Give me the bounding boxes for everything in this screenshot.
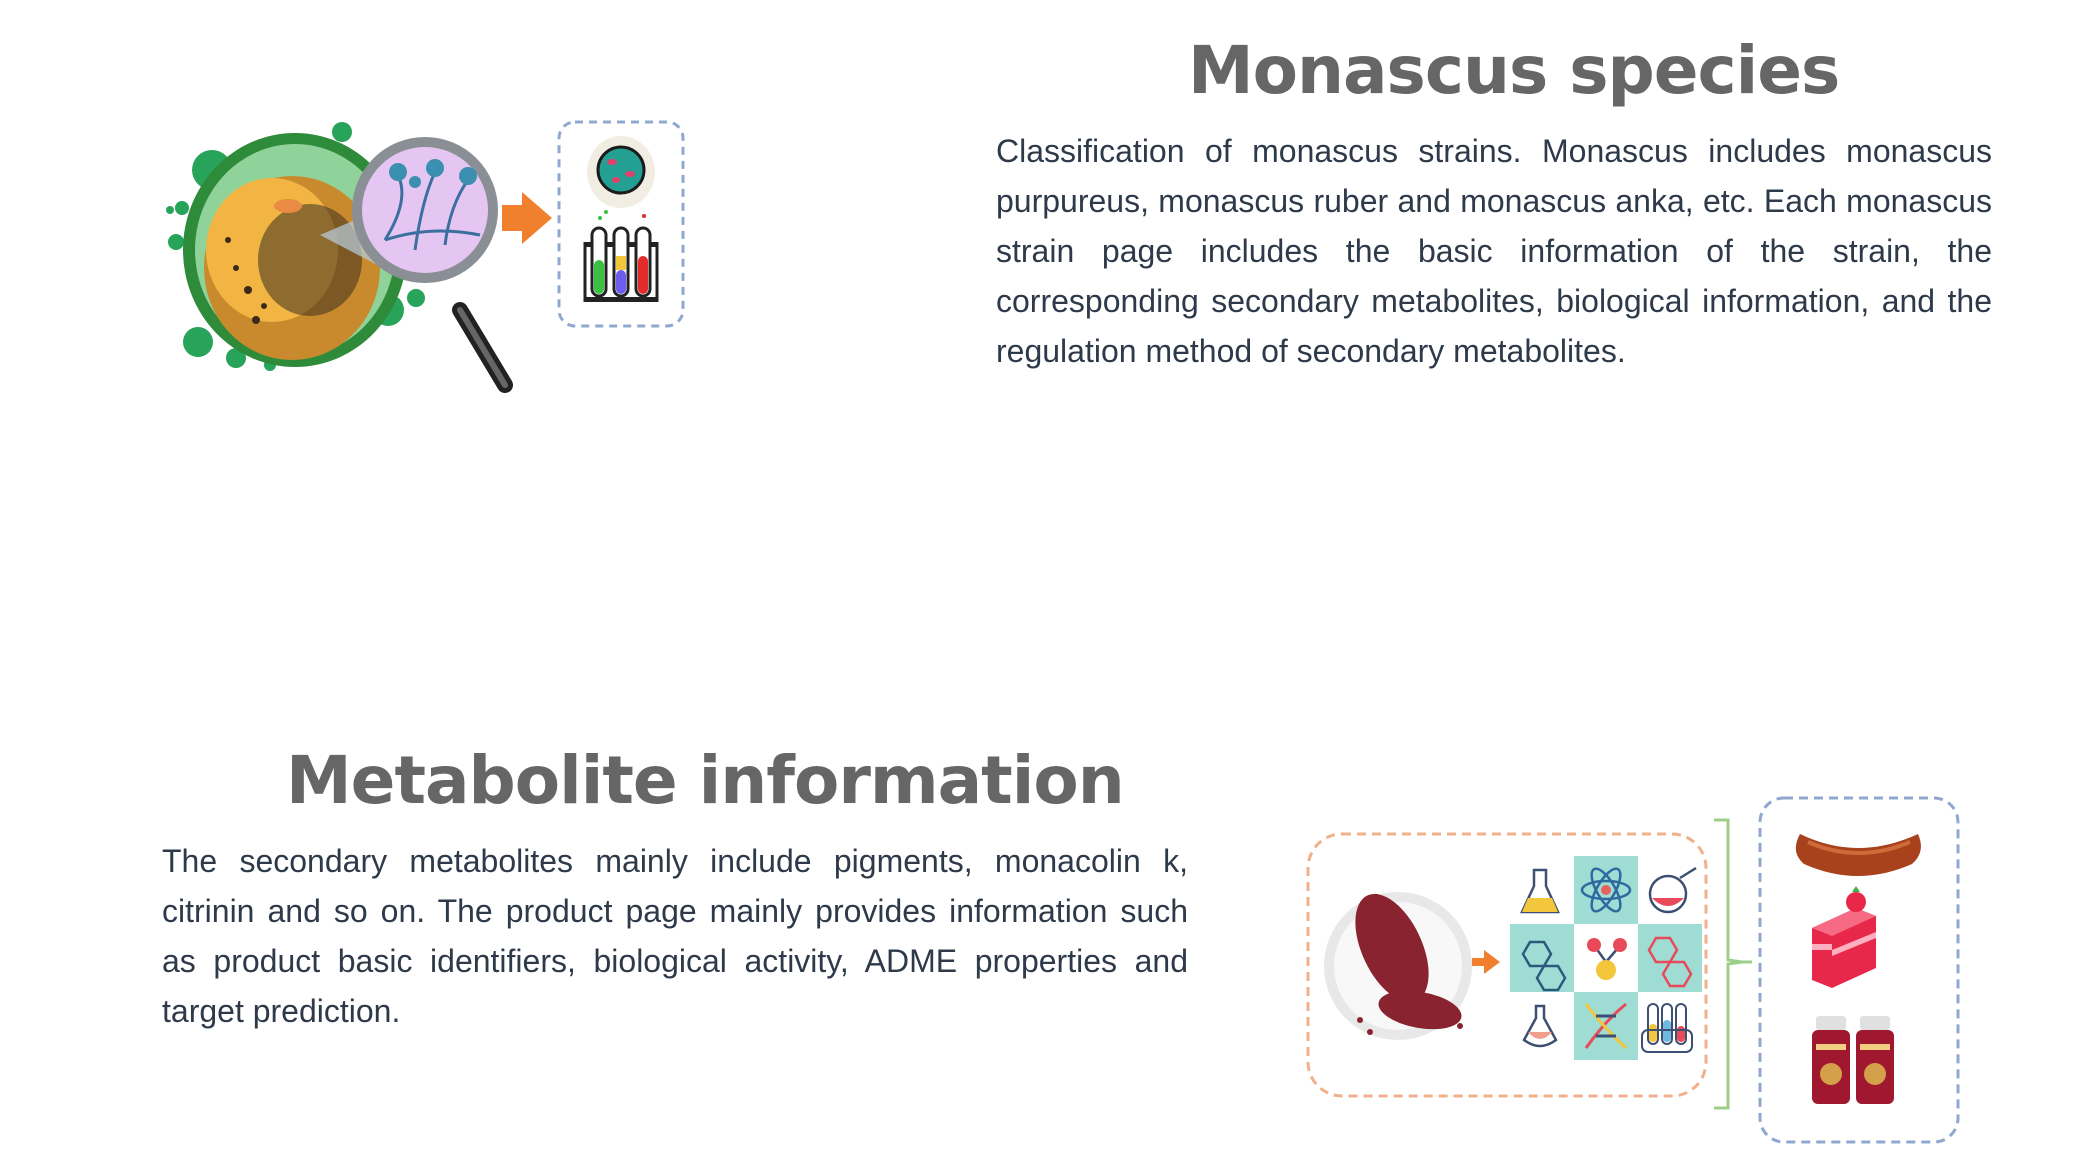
dna-icon (1584, 1002, 1628, 1050)
red-yeast-rice-icon (1324, 892, 1472, 1040)
hexagon-molecule-icon (1647, 936, 1693, 988)
sausage-icon (1795, 834, 1921, 876)
fungal-cell-icon (183, 133, 407, 367)
strawberry-cake-icon (1812, 886, 1876, 988)
petri-dish-icon (587, 136, 655, 208)
section-description-metabolite-information: The secondary metabolites mainly include… (162, 843, 1188, 1029)
conical-flask-icon (1522, 1004, 1558, 1048)
monascus-strain-illustration (160, 110, 740, 400)
metabolite-product-illustration (1300, 790, 1970, 1150)
bracket-connector (1714, 818, 1743, 1110)
magnifying-glass-icon (320, 137, 513, 393)
dashed-box (557, 120, 685, 328)
section-title-monascus-species: Monascus species (1188, 32, 1840, 109)
supplement-bottles-icon (1812, 1016, 1894, 1104)
dashed-box-orange (1306, 832, 1708, 1098)
molecule-icon (1521, 940, 1567, 992)
science-icon-grid (1510, 856, 1702, 1060)
arrow-right-icon (1472, 950, 1500, 974)
arrow-right-icon (502, 192, 552, 244)
test-tubes-icon (583, 210, 659, 302)
atom-icon (1580, 867, 1632, 913)
round-flask-icon (1648, 866, 1697, 914)
section-description-monascus-species: Classification of monascus strains. Mona… (996, 133, 1992, 369)
flask-icon (1520, 868, 1560, 914)
dashed-box-blue (1758, 796, 1960, 1144)
molecule-balls-icon (1587, 938, 1627, 980)
section-title-metabolite-information: Metabolite information (286, 742, 1125, 819)
test-tubes-icon (1641, 1003, 1693, 1053)
